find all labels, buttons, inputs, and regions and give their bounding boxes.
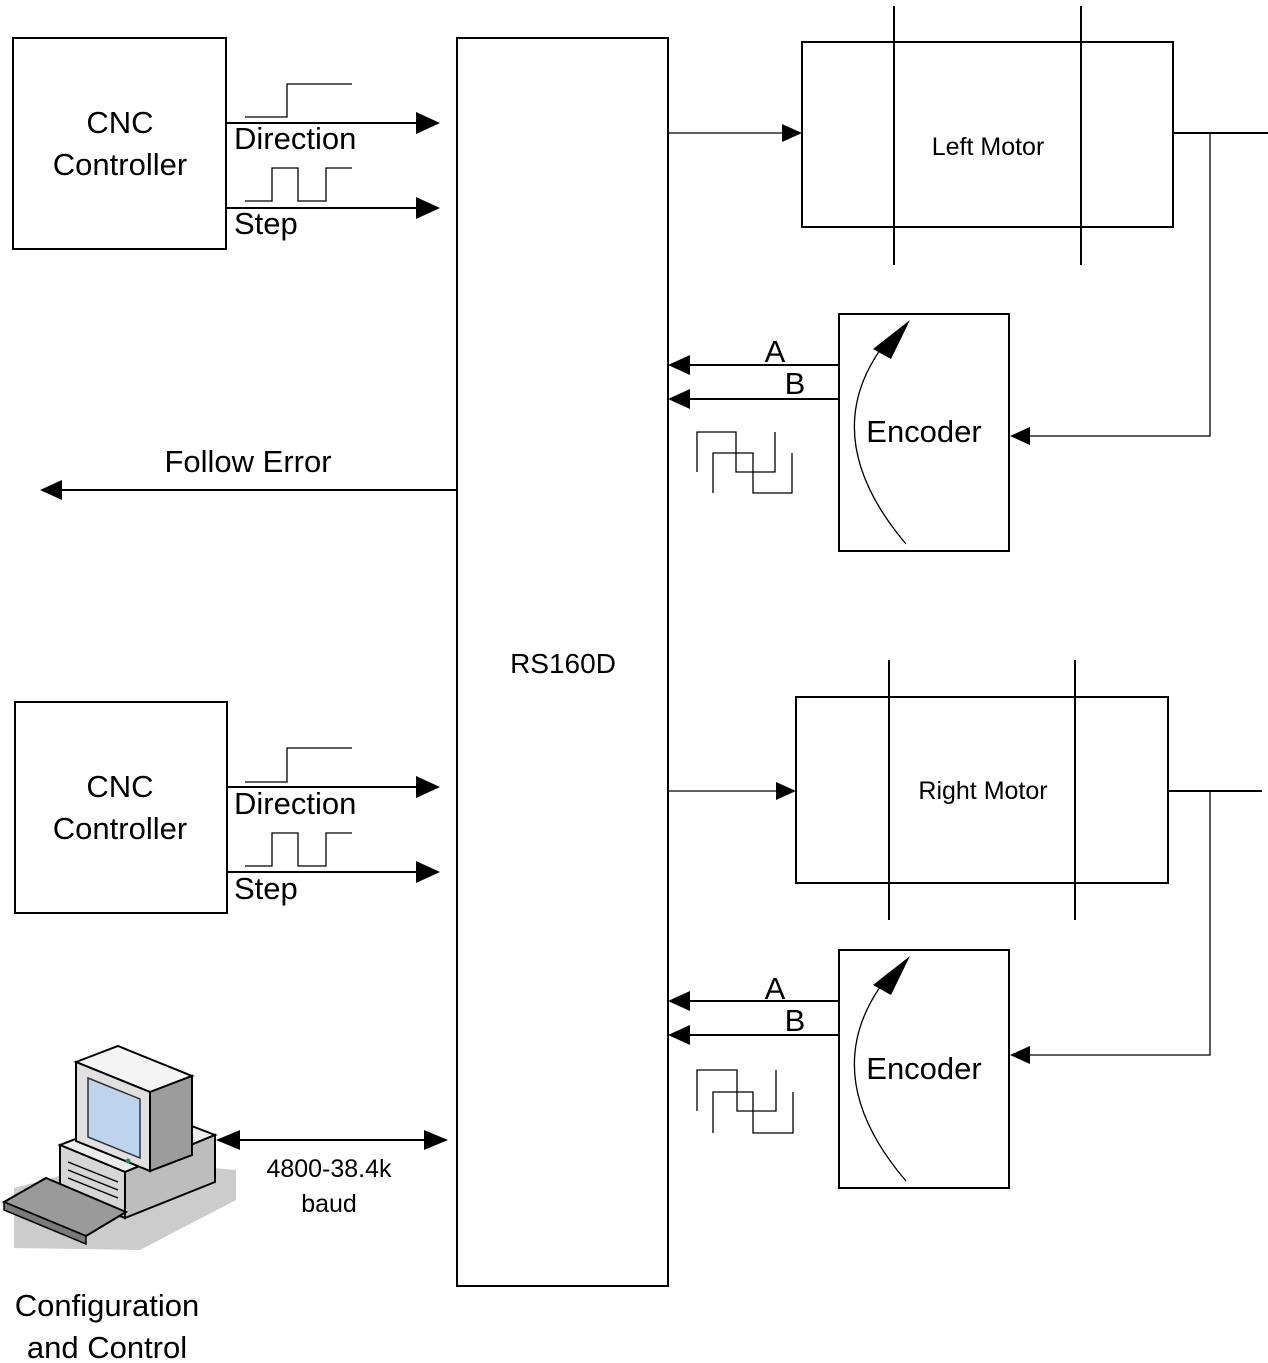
channel-a-label-bottom: A (765, 971, 786, 1006)
driver-label: RS160D (510, 648, 616, 679)
encoder-bottom-label: Encoder (866, 1051, 981, 1086)
left-motor: Left Motor (668, 6, 1268, 445)
step-signal-bottom: Step (227, 832, 440, 906)
cnc-top-label-line2: Controller (53, 147, 187, 182)
cnc-top-label-line1: CNC (86, 105, 153, 140)
step-label-bottom: Step (234, 871, 298, 906)
serial-link: 4800-38.4k baud (216, 1130, 448, 1218)
encoder-bottom: Encoder (838, 949, 1010, 1189)
serial-baud-line1: 4800-38.4k (266, 1155, 392, 1183)
encoder-bottom-channels: A B (668, 971, 839, 1134)
step-label-top: Step (234, 206, 298, 241)
rs160d-driver: RS160D (456, 37, 669, 1287)
cnc-controller-bottom: CNC Controller (14, 701, 228, 914)
computer-label-line2: and Control (27, 1330, 187, 1363)
computer-icon (1, 1044, 236, 1250)
computer-label-line1: Configuration (15, 1288, 199, 1323)
channel-b-label-top: B (785, 366, 806, 401)
direction-label-bottom: Direction (234, 786, 356, 821)
cnc-bottom-label-line2: Controller (53, 811, 187, 846)
left-motor-label: Left Motor (932, 133, 1045, 161)
encoder-top-channels: A B (668, 334, 839, 494)
computer-screen (87, 1076, 141, 1160)
encoder-top-label: Encoder (866, 414, 981, 449)
cnc-controller-top: CNC Controller (12, 37, 227, 250)
right-motor-label: Right Motor (918, 777, 1047, 805)
direction-label-top: Direction (234, 121, 356, 156)
channel-b-label-bottom: B (785, 1003, 806, 1038)
direction-signal-bottom: Direction (227, 747, 440, 821)
cnc-bottom-label-line1: CNC (86, 769, 153, 804)
right-motor: Right Motor (668, 660, 1262, 1064)
encoder-top: Encoder (838, 313, 1010, 552)
channel-a-label-top: A (765, 334, 786, 369)
direction-signal-top: Direction (226, 83, 440, 156)
serial-baud-line2: baud (301, 1190, 357, 1218)
step-signal-top: Step (226, 167, 440, 241)
follow-error-output: Follow Error (40, 444, 457, 500)
follow-error-label: Follow Error (164, 444, 331, 479)
